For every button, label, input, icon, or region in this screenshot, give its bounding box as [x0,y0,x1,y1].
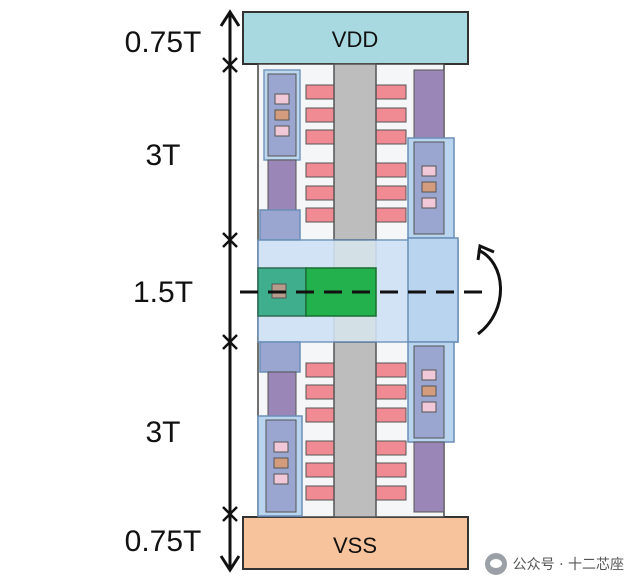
vdd-rail: VDD [242,11,469,65]
left-contact-upper [259,69,301,241]
height-dimension [219,9,241,573]
left-contact-lower [257,341,303,517]
watermark-text: 公众号 · 十二芯座 [512,557,624,573]
gate-column-upper [333,63,377,241]
dim-label-upper: 3T [145,139,180,172]
right-contact-upper [407,69,455,239]
gate-column-lower [333,341,377,518]
dim-label-top: 0.75T [125,26,202,59]
dim-label-middle: 1.5T [133,276,193,309]
vdd-label: VDD [332,27,378,52]
right-mid-region [407,237,459,343]
dim-label-lower: 3T [145,416,180,449]
right-contact-lower [407,341,455,513]
vss-rail: VSS [242,516,469,570]
rotation-arrow-icon [476,243,502,336]
watermark: 公众号 · 十二芯座 [484,553,624,575]
wechat-logo-icon [484,553,507,575]
dim-label-bottom: 0.75T [125,525,202,558]
vss-label: VSS [333,533,377,558]
